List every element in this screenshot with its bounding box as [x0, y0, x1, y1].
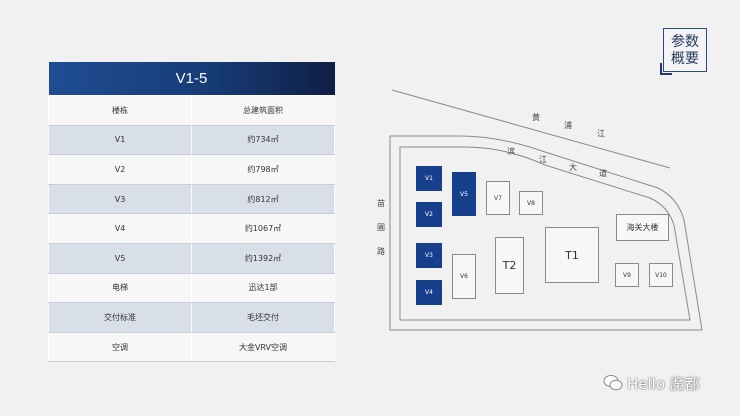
avenue-label-char: 道 — [599, 169, 607, 178]
section-stamp: 参数 概要 — [660, 28, 707, 75]
block-v1: V1 — [416, 166, 442, 191]
row-value: 约812㎡ — [191, 183, 335, 215]
table-row: 交付标准 毛坯交付 — [48, 302, 335, 333]
row-value: 约734㎡ — [191, 124, 335, 156]
block-v8: V8 — [519, 191, 543, 215]
block-v4: V4 — [416, 280, 442, 305]
row-key: 电梯 — [48, 272, 192, 304]
row-key: V1 — [48, 124, 192, 156]
avenue-label-char: 江 — [539, 155, 547, 164]
site-map: 黄 浦 江 滨 江 大 道 苗 圃 路 V1 V2 V3 V4 V5 V6 V7… — [340, 80, 740, 380]
table-title: V1-5 — [48, 62, 335, 96]
row-value: 大金VRV空调 — [191, 331, 335, 363]
avenue-label-char: 大 — [569, 163, 577, 172]
block-v10: V10 — [649, 263, 673, 287]
stamp-line-2: 概要 — [671, 51, 699, 67]
table-row: 电梯 迅达1部 — [48, 272, 335, 304]
road-label-char: 路 — [377, 247, 385, 256]
block-v5: V5 — [452, 172, 476, 216]
site-map-outline — [389, 89, 703, 331]
road-label-char: 圃 — [377, 223, 385, 232]
table-row: 空调 大金VRV空调 — [48, 331, 335, 363]
wechat-icon — [603, 375, 623, 391]
block-v6: V6 — [452, 254, 476, 299]
row-key: V3 — [48, 183, 192, 215]
table-row: V3 约812㎡ — [48, 183, 335, 215]
block-v7: V7 — [486, 181, 510, 215]
table-row: V5 约1392㎡ — [48, 242, 335, 274]
river-label-char: 黄 — [532, 113, 540, 122]
table-row: V4 约1067㎡ — [48, 213, 335, 244]
block-v3: V3 — [416, 243, 442, 268]
stamp-corner-mark — [660, 63, 672, 75]
row-key: V2 — [48, 154, 192, 185]
stamp-line-1: 参数 — [671, 34, 699, 50]
parameter-table: V1-5 楼栋 总建筑面积 V1 约734㎡ V2 约798㎡ V3 约812㎡… — [48, 62, 335, 363]
table-row: V2 约798㎡ — [48, 154, 335, 185]
row-value: 约1392㎡ — [191, 242, 335, 274]
table-row: V1 约734㎡ — [48, 124, 335, 156]
row-value: 迅达1部 — [191, 272, 335, 304]
block-customs: 海关大楼 — [616, 214, 669, 241]
river-label-char: 浦 — [564, 121, 572, 130]
block-t2: T2 — [495, 237, 524, 294]
watermark-text: Hello 魔都 — [627, 374, 700, 393]
block-v2: V2 — [416, 202, 442, 227]
road-label-char: 苗 — [377, 199, 385, 208]
watermark: Hello 魔都 — [603, 372, 700, 394]
row-value: 约798㎡ — [191, 154, 335, 185]
avenue-label-char: 滨 — [507, 147, 515, 156]
block-t1: T1 — [545, 227, 599, 283]
row-key: 空调 — [48, 331, 192, 363]
row-value: 约1067㎡ — [191, 213, 335, 244]
row-key: 楼栋 — [48, 95, 192, 126]
row-value: 总建筑面积 — [191, 95, 335, 126]
table-row: 楼栋 总建筑面积 — [48, 95, 335, 126]
row-key: 交付标准 — [48, 302, 192, 333]
row-value: 毛坯交付 — [191, 302, 335, 333]
river-label-char: 江 — [597, 129, 605, 138]
row-key: V4 — [48, 213, 192, 244]
row-key: V5 — [48, 242, 192, 274]
block-v9: V9 — [615, 263, 639, 287]
